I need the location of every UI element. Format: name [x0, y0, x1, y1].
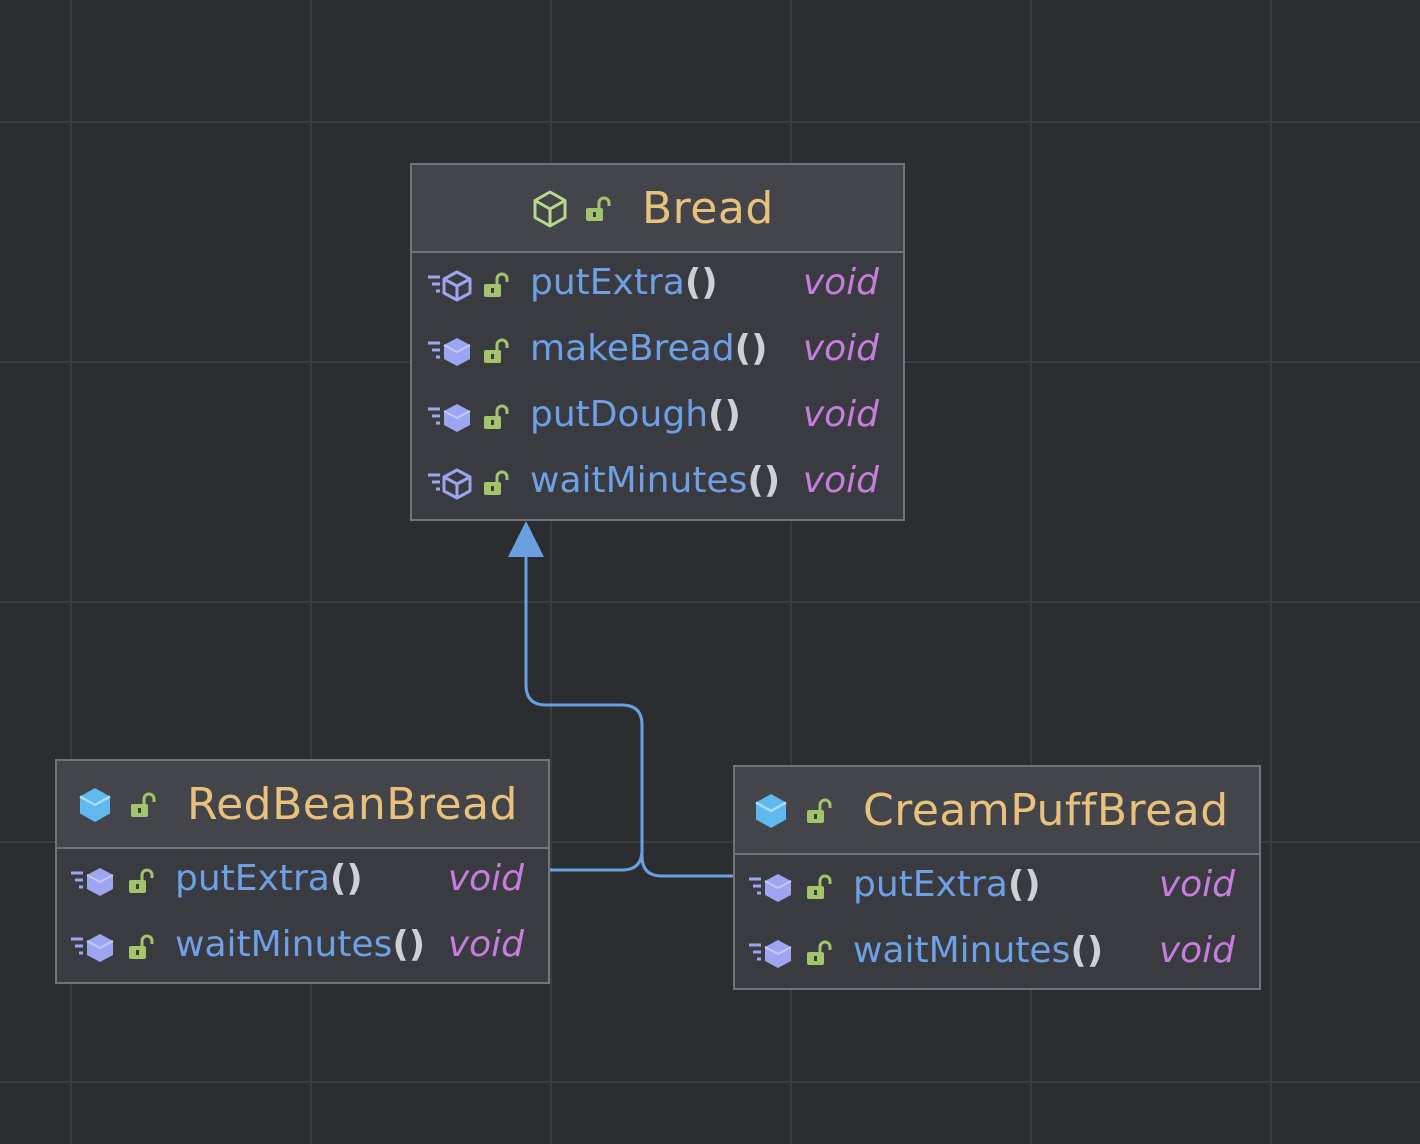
- class-name: RedBeanBread: [187, 779, 518, 830]
- return-type: void: [1158, 864, 1235, 905]
- method-name: makeBread(): [530, 328, 768, 369]
- class-icon: [79, 788, 111, 822]
- public-lock-icon: [484, 470, 509, 495]
- return-type: void: [1158, 930, 1235, 971]
- class-header[interactable]: Bread: [412, 165, 903, 253]
- method-name: putExtra(): [853, 864, 1041, 905]
- method-row[interactable]: waitMinutes() void: [412, 451, 903, 517]
- method-row[interactable]: putExtra() void: [735, 855, 1259, 921]
- return-type: void: [802, 328, 879, 369]
- public-lock-icon: [131, 792, 156, 817]
- abstract-method-icon: [428, 468, 472, 500]
- method-row[interactable]: putExtra() void: [412, 253, 903, 319]
- method-name: putExtra(): [175, 858, 363, 899]
- method-row[interactable]: putDough() void: [412, 385, 903, 451]
- class-icon: [755, 794, 787, 828]
- return-type: void: [447, 924, 524, 965]
- edge-redbeanbread-to-bread: [524, 556, 644, 872]
- class-name: Bread: [642, 183, 774, 234]
- method-row[interactable]: waitMinutes() void: [57, 915, 548, 981]
- method-icon: [428, 338, 471, 366]
- abstract-method-icon: [428, 270, 472, 302]
- public-lock-icon: [807, 874, 832, 899]
- class-node-redbeanbread[interactable]: RedBeanBread putExtra() void waitMinutes…: [55, 759, 550, 984]
- return-type: void: [447, 858, 524, 899]
- edge-creampuffbread-to-bread: [640, 850, 733, 878]
- inheritance-arrowhead: [508, 521, 544, 557]
- public-lock-icon: [807, 798, 832, 823]
- method-name: waitMinutes(): [175, 924, 426, 965]
- class-header[interactable]: RedBeanBread: [57, 761, 548, 849]
- class-node-bread[interactable]: Bread putExtra() void makeBread() void: [410, 163, 905, 521]
- class-node-creampuffbread[interactable]: CreamPuffBread putExtra() void waitMinut…: [733, 765, 1261, 990]
- public-lock-icon: [807, 940, 832, 965]
- method-name: waitMinutes(): [530, 460, 781, 501]
- method-name: putDough(): [530, 394, 741, 435]
- method-icon: [749, 874, 792, 902]
- method-icon: [428, 404, 471, 432]
- abstract-class-icon: [533, 190, 567, 228]
- method-icon: [749, 940, 792, 968]
- return-type: void: [802, 460, 879, 501]
- public-lock-icon: [484, 272, 509, 297]
- public-lock-icon: [484, 404, 509, 429]
- method-row[interactable]: waitMinutes() void: [735, 921, 1259, 987]
- method-icon: [71, 934, 114, 962]
- class-header[interactable]: CreamPuffBread: [735, 767, 1259, 855]
- method-name: putExtra(): [530, 262, 718, 303]
- public-lock-icon: [484, 338, 509, 363]
- public-lock-icon: [129, 934, 154, 959]
- method-icon: [71, 868, 114, 896]
- return-type: void: [802, 394, 879, 435]
- class-name: CreamPuffBread: [863, 785, 1229, 836]
- method-name: waitMinutes(): [853, 930, 1104, 971]
- return-type: void: [802, 262, 879, 303]
- public-lock-icon: [586, 196, 611, 221]
- method-row[interactable]: putExtra() void: [57, 849, 548, 915]
- public-lock-icon: [129, 868, 154, 893]
- method-row[interactable]: makeBread() void: [412, 319, 903, 385]
